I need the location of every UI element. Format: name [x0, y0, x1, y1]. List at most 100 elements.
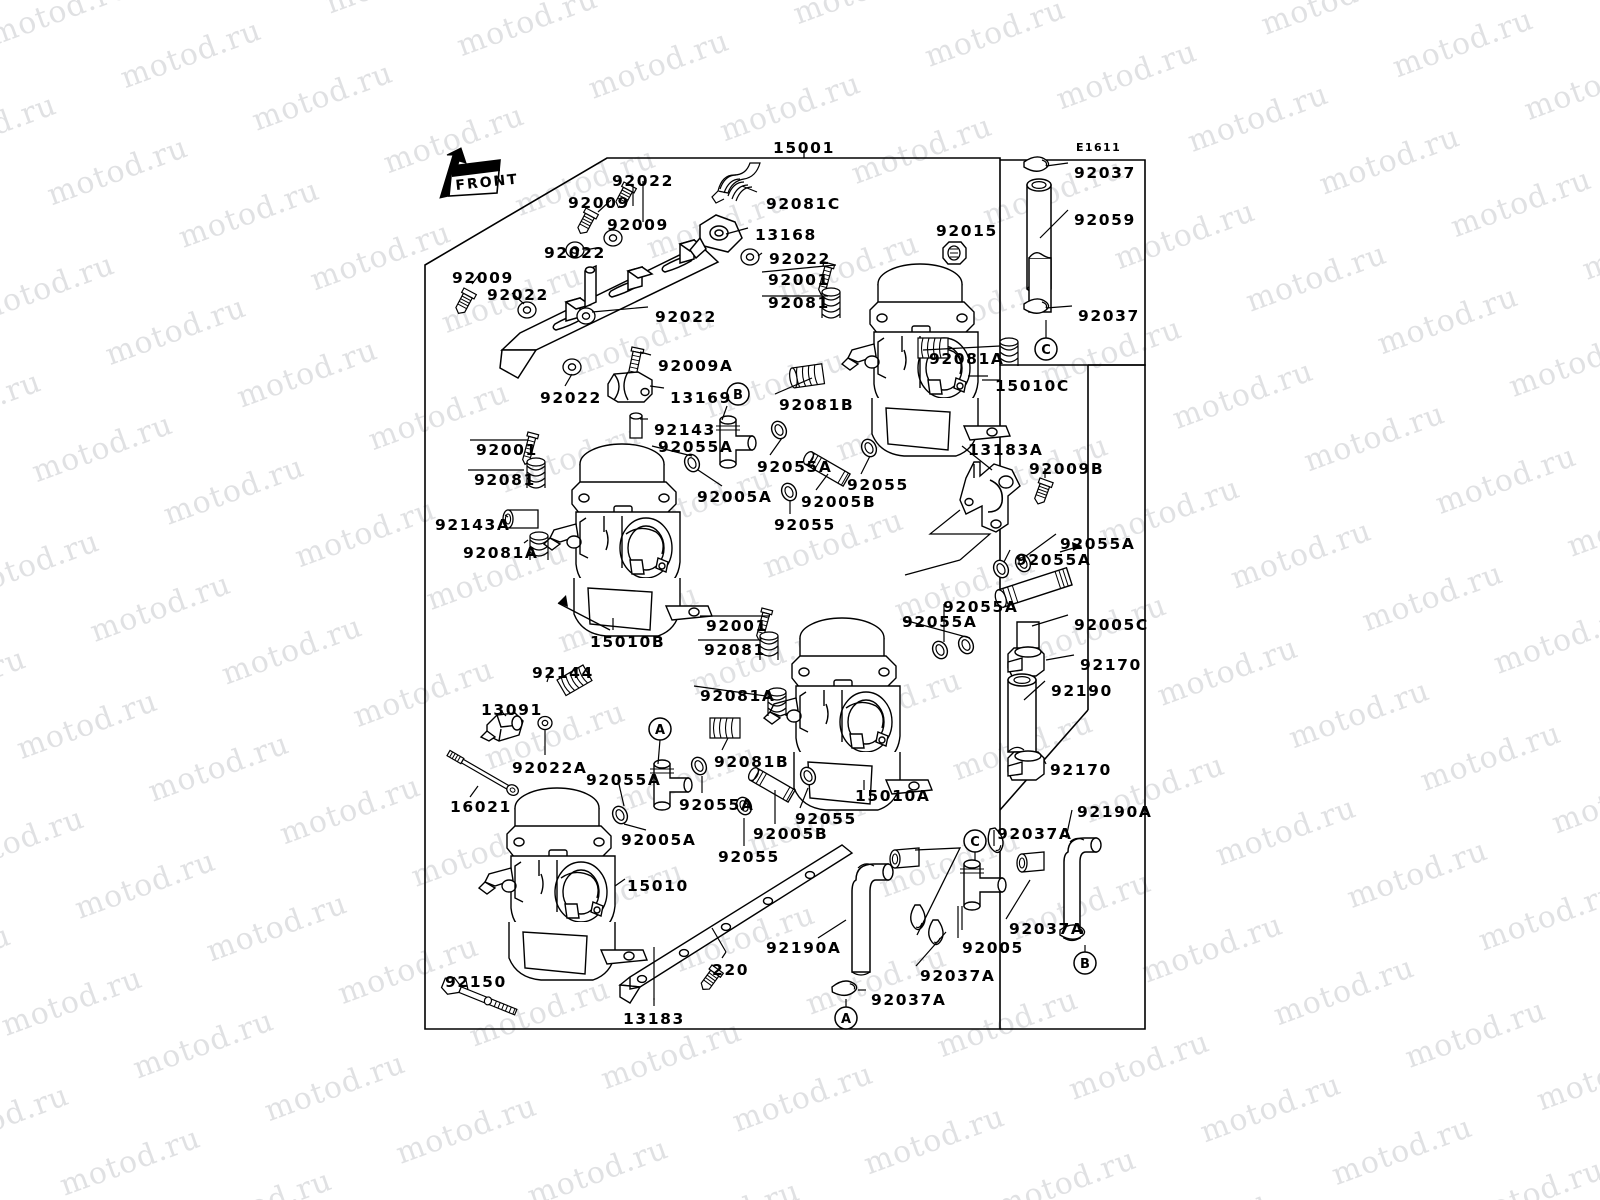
leader-lines: [465, 162, 1075, 1006]
front-direction-badge: FRONT: [439, 147, 520, 199]
washer-92022A: [537, 715, 553, 731]
spring-92081-top: [821, 287, 841, 319]
spring-92081B-low: [709, 717, 741, 739]
part-number-label: 92059: [1074, 211, 1136, 229]
spring-92081A-mid: [529, 531, 549, 560]
part-number-label: 92037A: [920, 967, 996, 985]
part-number-label: 92055A: [586, 771, 662, 789]
screw-92009-a: [573, 207, 599, 238]
part-number-label: 92005: [962, 939, 1024, 957]
part-number-label: 92022: [544, 244, 606, 262]
part-number-label: 92190A: [1077, 803, 1153, 821]
plug-92037-top: [1023, 156, 1050, 172]
part-number-label: 15010: [627, 877, 689, 895]
part-number-label: 15010C: [995, 377, 1070, 395]
part-number-label: 92005B: [801, 493, 877, 511]
spring-92144: [556, 664, 593, 697]
nut-92015: [942, 241, 967, 265]
part-number-label: 92055A: [943, 598, 1019, 616]
part-number-label: 92081A: [929, 350, 1005, 368]
carburetor-15010C: [840, 263, 1011, 457]
part-number-label: 92005C: [1074, 616, 1149, 634]
part-number-label: 92055A: [757, 458, 833, 476]
spring-92081C: [711, 162, 761, 204]
part-number-label: 92022: [612, 172, 674, 190]
part-number-label: 13169: [670, 389, 732, 407]
part-number-label: 92022: [655, 308, 717, 326]
joint-92005B-upper: [802, 451, 851, 488]
spring-92081-low: [759, 631, 779, 660]
svg-text:B: B: [733, 388, 743, 403]
svg-text:FRONT: FRONT: [455, 171, 520, 194]
bolt-92001-low: [756, 607, 774, 642]
hose-92190A-right: [1063, 837, 1102, 942]
clamp-92170-lower: [1007, 750, 1045, 781]
spring-92081B-top: [789, 363, 826, 389]
carburetor-15010A: [762, 617, 933, 811]
oring-92055A-r1: [990, 557, 1012, 581]
part-number-label: 92144: [532, 664, 594, 682]
part-number-label: 92143: [654, 421, 716, 439]
part-number-label: 92081B: [779, 396, 855, 414]
bolt-92150: [440, 976, 518, 1016]
part-number-label: 92170: [1080, 656, 1142, 674]
part-number-label: 92009: [452, 269, 514, 287]
part-number-label: 92055A: [679, 796, 755, 814]
part-number-label: 92001: [768, 271, 830, 289]
rod-16021: [446, 749, 520, 796]
part-number-label: 92081B: [714, 753, 790, 771]
part-number-label: 92190A: [766, 939, 842, 957]
part-number-label: 92037: [1074, 164, 1136, 182]
oring-92055A-m2: [768, 418, 790, 442]
part-number-label: 15001: [773, 139, 835, 157]
screw-92009B: [1030, 477, 1054, 507]
part-number-label: 92037A: [997, 825, 1073, 843]
part-number-label: 92009: [607, 216, 669, 234]
carburetor-15010: [477, 787, 648, 981]
tee-fitting-92005A-lower: [650, 759, 693, 811]
sleeve-92037A-right: [1016, 851, 1045, 873]
sleeve-92037A-center: [889, 847, 920, 869]
plug-92037-bottom: [1023, 298, 1050, 314]
part-number-label: 92022: [487, 286, 549, 304]
washer-92022-d: [576, 307, 596, 325]
screw-92009-c: [451, 287, 477, 318]
part-number-label: 13183: [623, 1010, 685, 1028]
part-number-label: 92143A: [435, 516, 511, 534]
part-number-label: 15010B: [590, 633, 666, 651]
svg-text:C: C: [970, 835, 980, 850]
part-number-label: 92009A: [658, 357, 734, 375]
carburetor-15010B: [542, 443, 713, 637]
part-number-label: 92150: [445, 973, 507, 991]
part-number-label: 13168: [755, 226, 817, 244]
part-number-label: 92055: [774, 516, 836, 534]
part-number-label: 92170: [1050, 761, 1112, 779]
part-number-label: 92022A: [512, 759, 588, 777]
part-number-label: 92081A: [463, 544, 539, 562]
svg-text:C: C: [1041, 343, 1051, 358]
joint-92005B-lower: [747, 767, 796, 804]
part-number-label: E1611: [1076, 141, 1122, 154]
subframe-lower-right: [1000, 364, 1146, 1030]
svg-text:A: A: [841, 1012, 851, 1027]
part-number-label: 92081: [768, 294, 830, 312]
washer-92022-c: [517, 301, 537, 319]
pipe-92005C: [994, 566, 1073, 609]
part-number-label: 92081C: [766, 195, 841, 213]
part-number-label: 92037A: [871, 991, 947, 1009]
svg-text:A: A: [655, 723, 665, 738]
part-number-label: 92055A: [902, 613, 978, 631]
fitting-13091: [479, 712, 524, 742]
plug-92037A-c1: [928, 919, 944, 946]
part-number-label: 92037: [1078, 307, 1140, 325]
part-number-label: 13183A: [968, 441, 1044, 459]
washer-92022-e: [740, 248, 760, 266]
part-number-label: 92055A: [658, 438, 734, 456]
svg-text:B: B: [1080, 957, 1090, 972]
bushing-92143: [629, 412, 643, 439]
part-number-label: 92190: [1051, 682, 1113, 700]
spring-92081A-low: [767, 687, 787, 716]
oring-92055-m2: [778, 480, 800, 504]
part-number-label: 92001: [706, 617, 768, 635]
